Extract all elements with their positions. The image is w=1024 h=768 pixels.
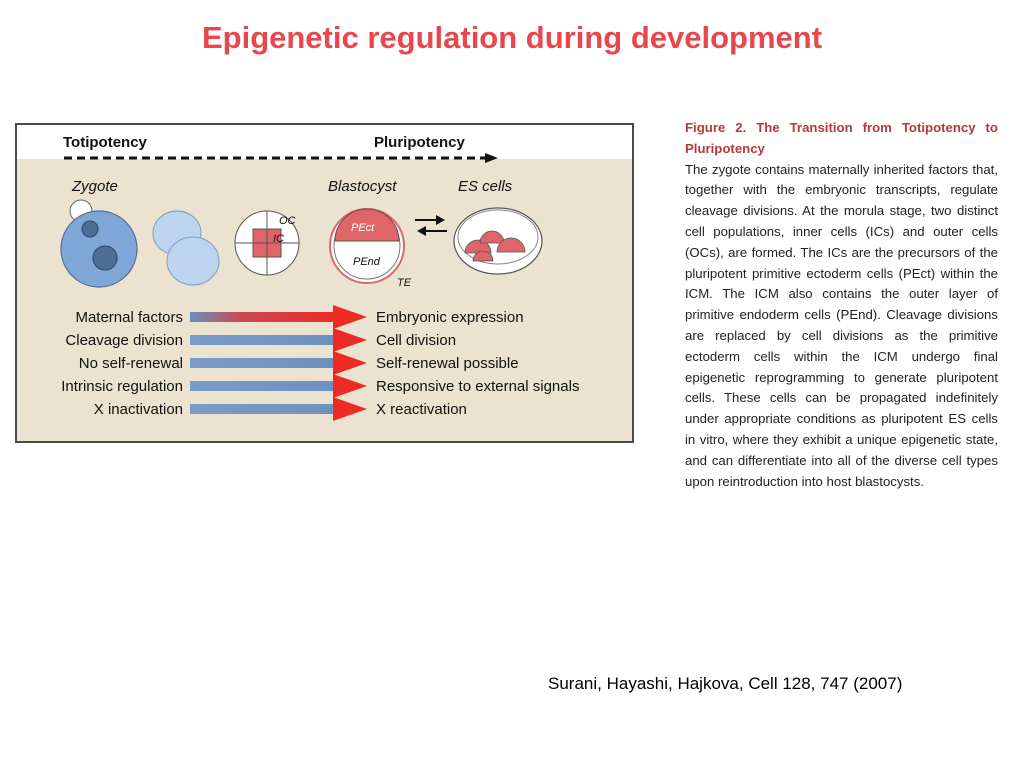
es-cells-dish <box>453 207 543 275</box>
blastocyst <box>329 208 405 284</box>
transition-bar-2 <box>190 335 335 345</box>
slide-title: Epigenetic regulation during development <box>201 20 823 55</box>
label-te: TE <box>397 277 412 289</box>
label-pend: PEnd <box>353 256 381 268</box>
transition-to-4: Responsive to external signals <box>376 378 579 395</box>
zygote-cell <box>60 199 138 288</box>
caption-body: The zygote contains maternally inherited… <box>685 161 998 489</box>
transition-to-2: Cell division <box>376 332 456 349</box>
label-oc: OC <box>279 215 296 227</box>
transition-from-1: Maternal factors <box>75 309 183 326</box>
figure-panel: Totipotency Pluripotency Zygote Blastocy… <box>15 123 634 443</box>
transition-bar-5 <box>190 404 335 414</box>
transition-row-1: Maternal factors Embryonic expression <box>75 305 524 329</box>
header-band <box>17 125 632 159</box>
header-totipotency: Totipotency <box>63 134 148 151</box>
citation: Surani, Hayashi, Hajkova, Cell 128, 747 … <box>548 674 903 693</box>
header-dashed-arrow-head <box>485 153 498 163</box>
reversible-arrows <box>415 215 447 236</box>
transition-row-4: Intrinsic regulation Responsive to exter… <box>61 374 579 398</box>
transition-arrowhead-5 <box>333 397 367 421</box>
transition-bar-4 <box>190 381 335 391</box>
caption-title: Figure 2. The Transition from Totipotenc… <box>685 120 998 156</box>
header-pluripotency: Pluripotency <box>374 134 466 151</box>
stage-label-es-cells: ES cells <box>458 178 513 195</box>
transition-row-3: No self-renewal Self-renewal possible <box>79 351 519 375</box>
figure-diagram: Totipotency Pluripotency Zygote Blastocy… <box>17 125 632 421</box>
transition-bar-3 <box>190 358 335 368</box>
two-cell-embryo <box>152 210 220 286</box>
label-ic: IC <box>273 233 284 245</box>
transition-from-3: No self-renewal <box>79 355 183 372</box>
transition-to-1: Embryonic expression <box>376 309 524 326</box>
transition-from-2: Cleavage division <box>65 332 183 349</box>
figure-caption: Figure 2. The Transition from Totipotenc… <box>685 118 998 492</box>
transition-from-4: Intrinsic regulation <box>61 378 183 395</box>
morula <box>234 210 300 276</box>
transition-to-5: X reactivation <box>376 401 467 418</box>
stage-label-blastocyst: Blastocyst <box>328 178 397 195</box>
transition-from-5: X inactivation <box>94 401 183 418</box>
transition-arrowhead-4 <box>333 374 367 398</box>
stage-label-zygote: Zygote <box>71 178 118 195</box>
label-pect: PEct <box>351 222 375 234</box>
transition-bar-1 <box>190 312 335 322</box>
transition-arrowhead-1 <box>333 305 367 329</box>
transition-row-5: X inactivation X reactivation <box>94 397 467 421</box>
transition-arrowhead-3 <box>333 351 367 375</box>
transition-arrowhead-2 <box>333 328 367 352</box>
transition-row-2: Cleavage division Cell division <box>65 328 456 352</box>
transition-to-3: Self-renewal possible <box>376 355 519 372</box>
